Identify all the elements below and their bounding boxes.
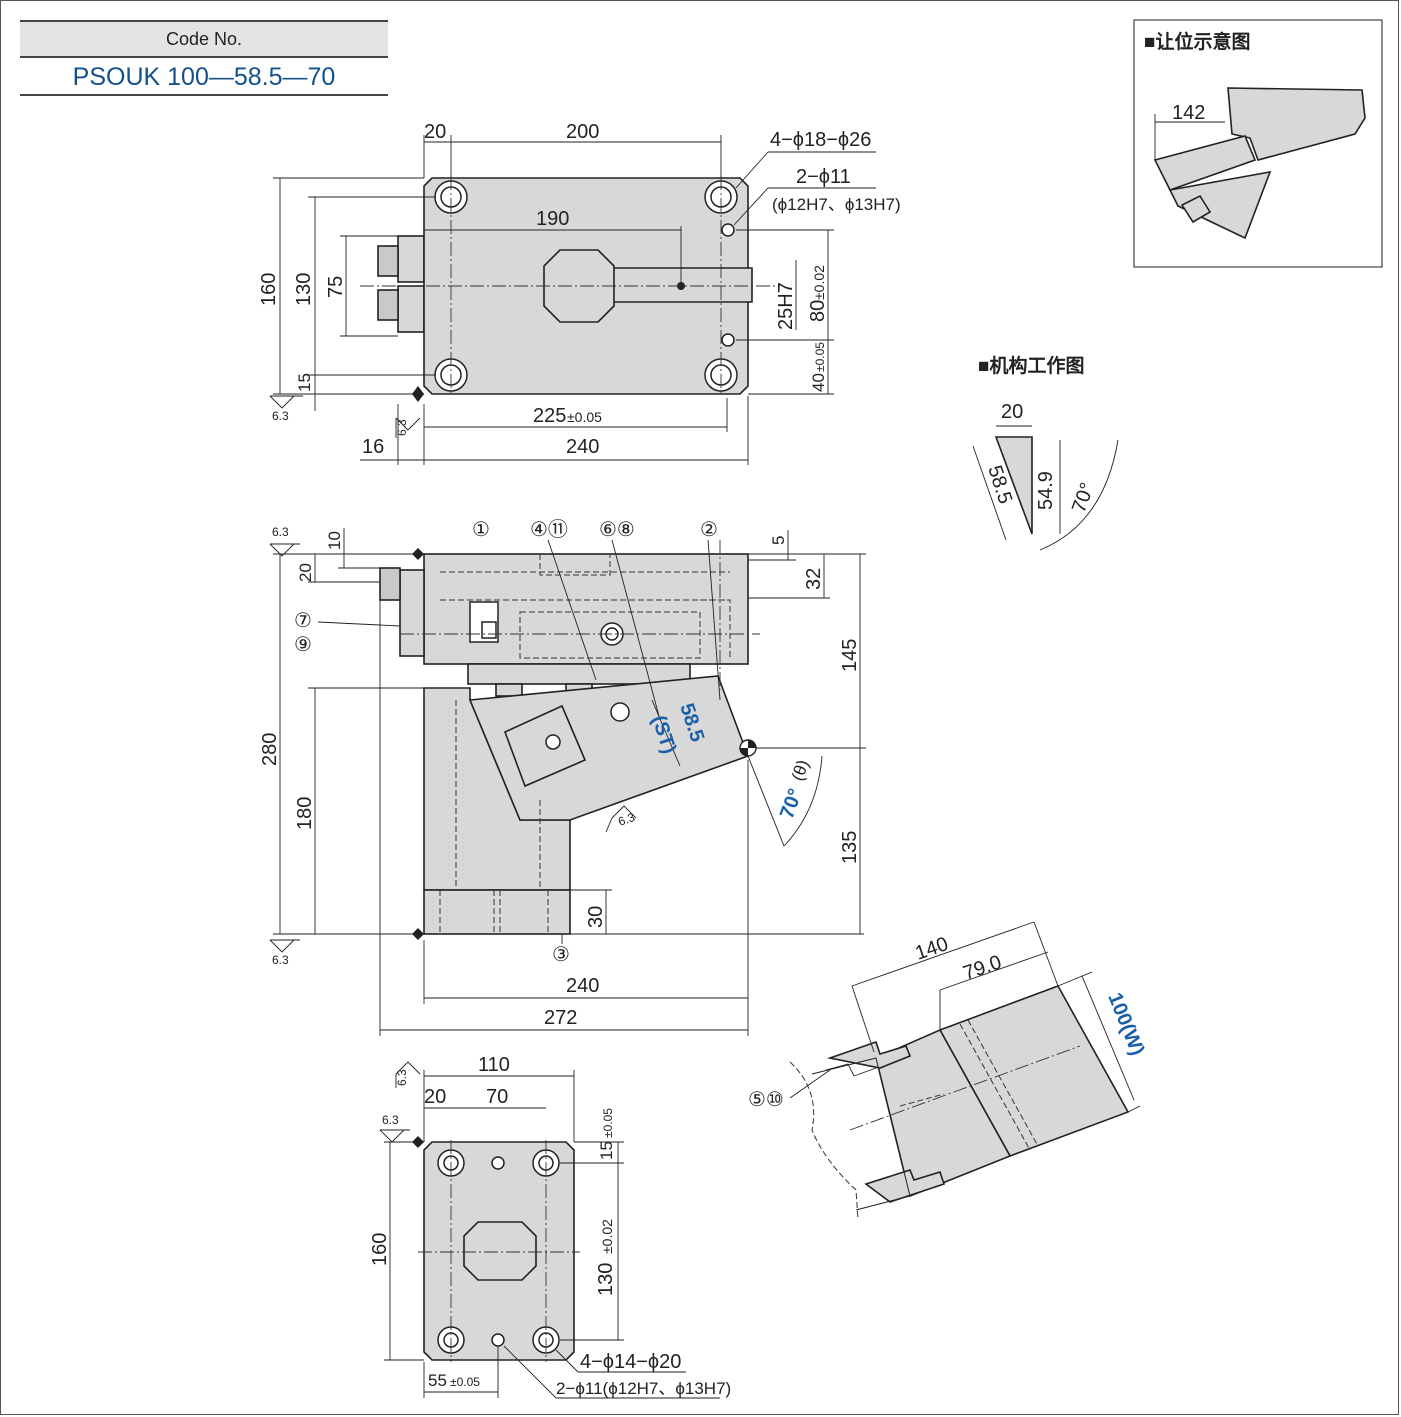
top-dim-25h7: 25H7	[775, 282, 797, 330]
code-number-table: Code No. PSOUK 100—58.5—70	[20, 20, 388, 96]
top-dim-225: 225	[533, 405, 566, 427]
mechanism-inset-title: ■机构工作图	[978, 354, 1084, 377]
mech-dim-54-9: 54.9	[1035, 471, 1057, 510]
front-dim-180: 180	[294, 797, 316, 830]
bottom-holes-4x14x20: 4−ϕ14−ϕ20	[580, 1351, 681, 1373]
top-dim-80-tol: ±0.02	[811, 265, 827, 300]
top-roughness: 6.3	[272, 409, 289, 423]
top-dim-240: 240	[566, 436, 599, 458]
part-label-1: ①	[472, 519, 490, 541]
part-label-3: ③	[552, 944, 570, 966]
top-dim-80: 80	[807, 300, 829, 322]
bottom-dim-20: 20	[424, 1086, 446, 1108]
front-dim-5: 5	[769, 536, 788, 545]
front-dim-240: 240	[566, 975, 599, 997]
bottom-view: 110 20 70 15 ±0.05 130 ±0.02 160 55 ±0.0…	[369, 1054, 731, 1399]
bottom-dim-55-tol: ±0.05	[450, 1375, 480, 1389]
bottom-dim-130-tol: ±0.02	[599, 1219, 615, 1254]
front-dim-20: 20	[296, 563, 315, 582]
front-dim-32: 32	[803, 568, 825, 590]
clearance-dim-142: 142	[1172, 102, 1205, 124]
bottom-dim-15-tol: ±0.05	[601, 1108, 615, 1138]
bottom-dim-110: 110	[478, 1054, 510, 1076]
bottom-dim-15: 15	[597, 1141, 616, 1160]
front-dim-10: 10	[325, 531, 344, 550]
code-number-value: PSOUK 100—58.5—70	[20, 58, 388, 96]
front-dim-135: 135	[839, 831, 861, 864]
top-holes-2x11: 2−ϕ11	[796, 166, 851, 188]
front-view: ① ④⑪ ⑥⑧ ② ⑦ ⑨ ③ 280 180 10 20 5 32 145 1…	[259, 518, 866, 1036]
front-dim-145: 145	[839, 639, 861, 672]
part-label-6-8: ⑥⑧	[599, 519, 635, 541]
front-angle-theta: (θ)	[788, 757, 813, 783]
part-label-5-10: ⑤⑩	[748, 1089, 784, 1111]
top-dim-40: 40	[809, 373, 828, 392]
bottom-dim-160: 160	[369, 1233, 391, 1266]
iso-dim-width: 100(W)	[1103, 990, 1148, 1059]
top-dim-160: 160	[258, 273, 280, 306]
front-roughness-slide: 6.3	[616, 810, 637, 829]
bottom-dim-130: 130	[595, 1263, 617, 1296]
top-dim-225-tol: ±0.05	[567, 409, 602, 425]
code-number-header: Code No.	[20, 20, 388, 58]
top-dim-40-tol: ±0.05	[813, 342, 827, 372]
mech-dim-70deg: 70°	[1068, 480, 1099, 516]
front-dim-280: 280	[259, 733, 281, 766]
bottom-holes-2x11: 2−ϕ11(ϕ12H7、ϕ13H7)	[556, 1379, 731, 1398]
mech-dim-20: 20	[1001, 401, 1023, 423]
top-dim-15: 15	[295, 373, 314, 392]
front-angle-70: 70°	[776, 786, 807, 822]
top-dim-20: 20	[424, 121, 446, 143]
bottom-roughness-2: 6.3	[382, 1113, 399, 1127]
mechanism-inset: ■机构工作图 20 58.5 54.9 70°	[972, 354, 1119, 551]
part-label-9: ⑨	[294, 634, 312, 656]
front-dim-30: 30	[585, 906, 607, 928]
clearance-inset-title: ■让位示意图	[1144, 30, 1250, 53]
part-label-7: ⑦	[294, 610, 312, 632]
top-dim-75: 75	[325, 276, 347, 298]
part-label-2: ②	[700, 519, 718, 541]
bottom-dim-70: 70	[486, 1086, 508, 1108]
front-roughness-top: 6.3	[272, 525, 289, 539]
front-roughness-bottom: 6.3	[272, 953, 289, 967]
top-dim-16: 16	[362, 436, 384, 458]
iso-view: 140 79.0 100(W) ⑤⑩	[748, 921, 1148, 1221]
top-dim-190: 190	[536, 208, 569, 230]
bottom-roughness-1: 6.3	[395, 1069, 409, 1086]
top-view: 20 200 190 225 ±0.05 16 240 160 130 15 7…	[258, 121, 901, 465]
clearance-inset: ■让位示意图 142	[1133, 19, 1383, 268]
iso-dim-79: 79.0	[960, 951, 1004, 984]
top-holes-fit: (ϕ12H7、ϕ13H7)	[772, 195, 901, 214]
bottom-dim-55: 55	[428, 1371, 447, 1390]
top-holes-4x18x26: 4−ϕ18−ϕ26	[770, 129, 871, 151]
part-label-4-11: ④⑪	[530, 518, 568, 541]
front-dim-272: 272	[544, 1007, 577, 1029]
top-roughness-2: 6.3	[395, 419, 409, 436]
top-dim-200: 200	[566, 121, 599, 143]
iso-dim-140: 140	[912, 933, 951, 965]
top-dim-130: 130	[293, 273, 315, 306]
